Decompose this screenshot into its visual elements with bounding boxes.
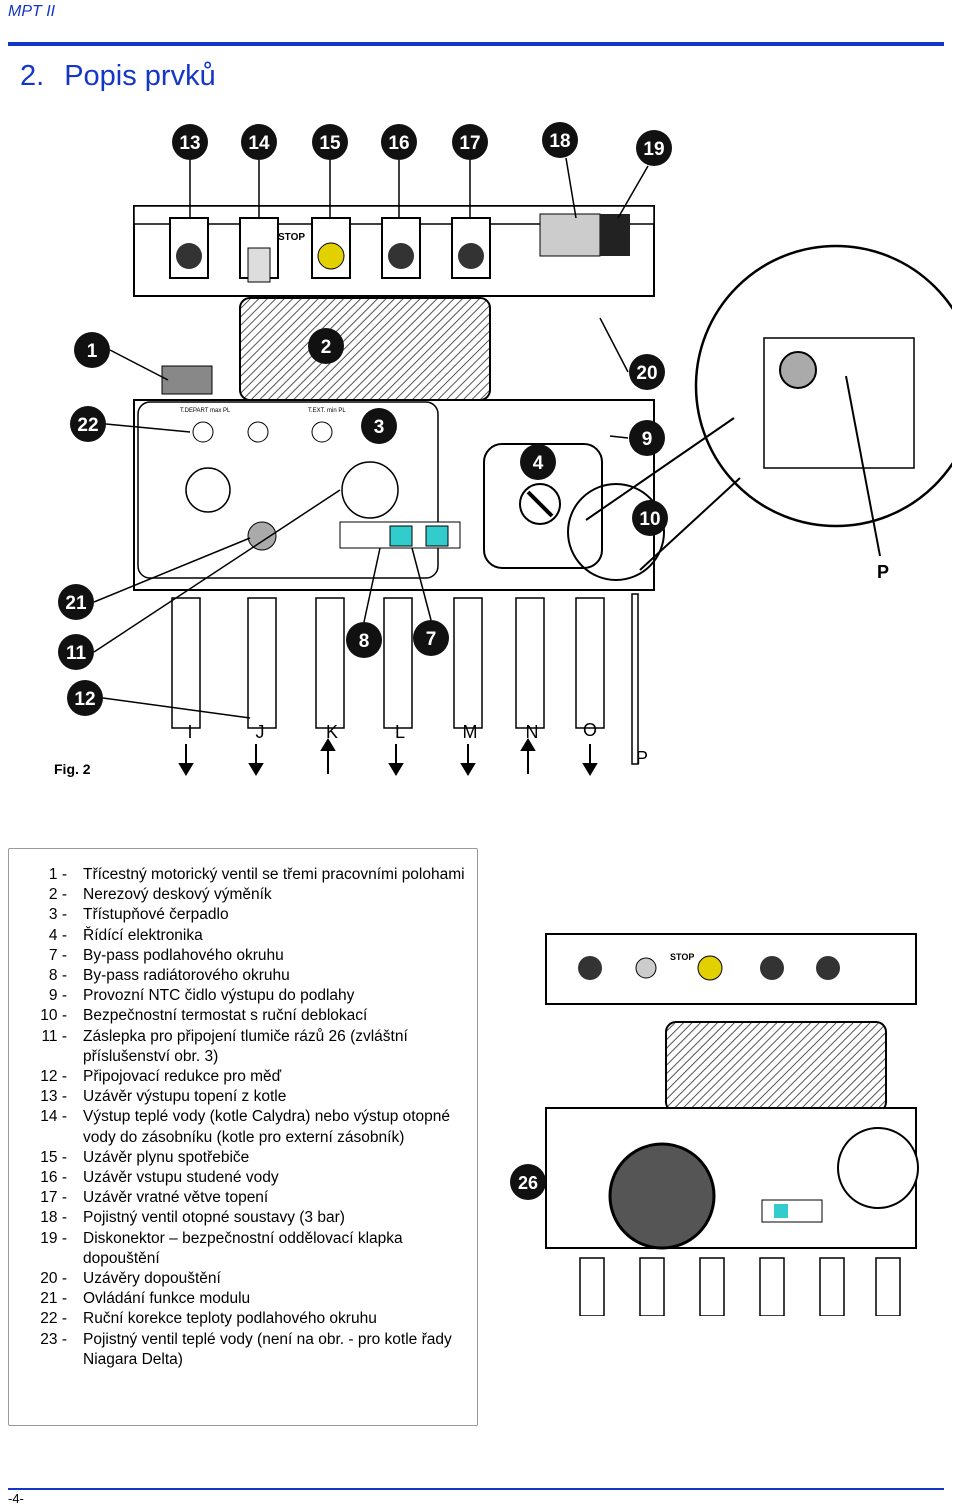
footer-rule — [8, 1488, 944, 1490]
legend-list: 1 -Třícestný motorický ventil se třemi p… — [9, 849, 477, 1370]
legend-item: 4 -Řídící elektronika — [48, 926, 203, 944]
legend-item: 18 -Pojistný ventil otopné soustavy (3 b… — [40, 1209, 345, 1227]
section-heading: 2. Popis prvků — [20, 60, 216, 93]
svg-text:14: 14 — [248, 133, 270, 154]
valve-16 — [381, 217, 421, 279]
valve-17 — [451, 217, 491, 279]
callout-18: 18 — [542, 122, 578, 158]
svg-text:22: 22 — [77, 415, 98, 436]
svg-text:19: 19 — [643, 139, 664, 160]
legend-item: 2 -Nerezový deskový výměník — [48, 886, 272, 904]
legend-item: 11 -Záslepka pro připojení tlumiče rázů … — [41, 1027, 408, 1065]
page-number: -4- — [8, 1491, 24, 1506]
callout-13: 13 — [172, 124, 208, 160]
callout-1: 1 — [74, 332, 110, 368]
callout-19: 19 — [636, 130, 672, 166]
svg-text:I: I — [187, 722, 192, 742]
svg-text:8: 8 — [359, 631, 370, 652]
callout-9: 9 — [629, 420, 665, 456]
svg-text:16: 16 — [388, 133, 409, 154]
callout-3: 4 — [520, 444, 556, 480]
svg-text:26: 26 — [518, 1173, 538, 1193]
legend-item: 17 -Uzávěr vratné větve topení — [40, 1189, 269, 1207]
valve-13 — [169, 217, 209, 279]
shock-absorber-diagram: STOP 26 — [510, 933, 919, 1316]
callout-17: 17 — [452, 124, 488, 160]
legend-item: 23 -Pojistný ventil teplé vody (není na … — [40, 1330, 452, 1368]
connection-labels: I J K L M N O P — [187, 720, 648, 768]
svg-text:N: N — [526, 722, 539, 742]
callout-12: 12 — [67, 680, 103, 716]
callout-10: 10 — [632, 500, 668, 536]
legend-item: 1 -Třícestný motorický ventil se třemi p… — [48, 866, 465, 883]
legend-item: 9 -Provozní NTC čidlo výstupu do podlahy — [48, 987, 355, 1005]
callout-2: 2 — [308, 328, 344, 364]
legend-item: 7 -By-pass podlahového okruhu — [48, 946, 284, 964]
legend-item: 19 -Diskonektor – bezpečnostní oddělovac… — [40, 1229, 403, 1267]
section-title: Popis prvků — [64, 60, 216, 92]
svg-text:12: 12 — [74, 689, 95, 710]
callout-11: 11 — [58, 634, 94, 670]
svg-text:7: 7 — [426, 629, 437, 650]
svg-text:2: 2 — [321, 337, 332, 358]
callout-7: 7 — [413, 620, 449, 656]
callout-26: 26 — [510, 1164, 546, 1200]
svg-text:3: 3 — [374, 417, 385, 438]
legend-item: 21 -Ovládání funkce modulu — [40, 1290, 251, 1308]
legend-item: 20 -Uzávěry dopouštění — [40, 1270, 221, 1288]
detail-label: P — [877, 562, 889, 582]
legend-item: 8 -By-pass radiátorového okruhu — [48, 967, 290, 985]
callout-4: 3 — [361, 408, 397, 444]
stop-label-2: STOP — [670, 952, 694, 962]
legend-item: 15 -Uzávěr plynu spotřebiče — [40, 1148, 250, 1166]
legend-box: 1 -Třícestný motorický ventil se třemi p… — [8, 848, 478, 1426]
svg-text:21: 21 — [65, 593, 87, 614]
section-number: 2. — [20, 60, 45, 92]
svg-text:11: 11 — [66, 643, 87, 664]
legend-item: 14 -Výstup teplé vody (kotle Calydra) ne… — [40, 1108, 451, 1146]
svg-text:4: 4 — [533, 453, 544, 474]
callout-15: 15 — [312, 124, 348, 160]
svg-text:18: 18 — [549, 131, 570, 152]
svg-text:M: M — [463, 722, 478, 742]
legend-item: 12 -Připojovací redukce pro měď — [40, 1068, 282, 1086]
svg-text:20: 20 — [636, 363, 657, 384]
svg-text:9: 9 — [642, 429, 653, 450]
legend-item: 10 -Bezpečnostní termostat s ruční deblo… — [40, 1007, 368, 1025]
panel-text-2: T.EXT. min PL — [308, 408, 346, 414]
legend-item: 13 -Uzávěr výstupu topení z kotle — [40, 1088, 287, 1106]
callout-8: 8 — [346, 622, 382, 658]
svg-text:L: L — [395, 722, 405, 742]
figure-caption: Fig. 2 — [54, 761, 91, 777]
legend-item: 16 -Uzávěr vstupu studené vody — [40, 1169, 279, 1187]
svg-text:J: J — [256, 722, 265, 742]
svg-text:O: O — [583, 720, 597, 740]
header-rule — [8, 42, 944, 46]
svg-text:10: 10 — [639, 509, 660, 530]
shock-absorber — [608, 1142, 716, 1250]
module-diagram: STOP T.DEPART max PL T.EXT. min PL P 13 … — [54, 122, 952, 777]
svg-text:17: 17 — [459, 133, 480, 154]
legend-item: 22 -Ruční korekce teploty podlahového ok… — [40, 1310, 377, 1328]
callout-14: 14 — [241, 124, 277, 160]
svg-text:13: 13 — [179, 133, 200, 154]
heat-exchanger — [239, 297, 491, 401]
valve-15 — [311, 217, 351, 279]
callout-20: 20 — [629, 354, 665, 390]
panel-text-1: T.DEPART max PL — [180, 408, 231, 414]
outlet-pipes — [171, 593, 639, 765]
callout-16: 16 — [381, 124, 417, 160]
callout-22: 22 — [70, 406, 106, 442]
document-header: MPT II — [8, 3, 56, 20]
svg-text:1: 1 — [87, 341, 98, 362]
valve-14 — [239, 217, 279, 283]
stop-label: STOP — [278, 232, 305, 243]
legend-item: 3 -Třístupňové čerpadlo — [48, 906, 229, 924]
svg-text:P: P — [636, 748, 648, 768]
callout-21: 21 — [58, 584, 94, 620]
svg-text:15: 15 — [319, 133, 341, 154]
detail-zoom — [694, 244, 952, 528]
svg-text:K: K — [326, 722, 338, 742]
